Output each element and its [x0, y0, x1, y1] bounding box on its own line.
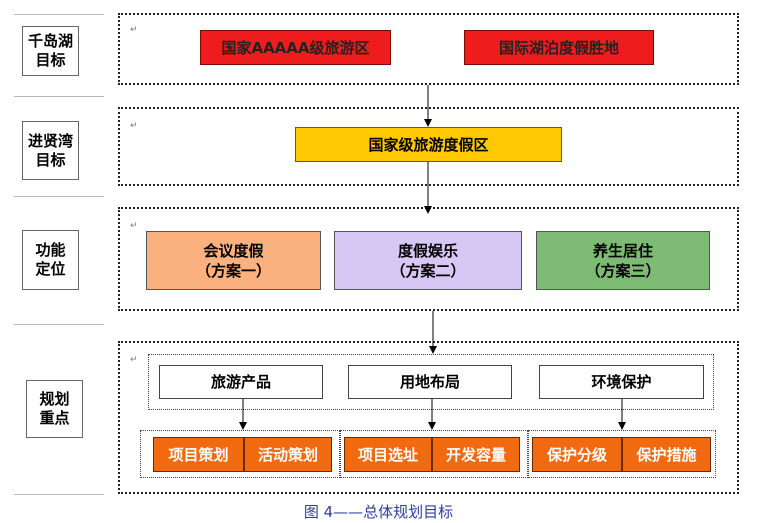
box-conference-resort: 会议度假 （方案一）	[146, 231, 321, 290]
label-function-positioning: 功能 定位	[22, 230, 79, 290]
box-protection-grading: 保护分级	[532, 437, 622, 472]
box-international-lake-resort: 国际湖泊度假胜地	[464, 30, 654, 65]
paragraph-mark: ↵	[130, 355, 138, 365]
separator-line	[14, 196, 104, 197]
group-frame-environment	[528, 430, 716, 478]
box-project-planning: 项目策划	[153, 437, 244, 472]
separator-line	[14, 14, 104, 15]
label-qiandaohu-goal: 千岛湖 目标	[22, 26, 79, 76]
box-national-5a-area: 国家AAAAA级旅游区	[200, 30, 391, 65]
box-site-selection: 项目选址	[344, 437, 432, 472]
label-planning-focus: 规划 重点	[26, 380, 83, 438]
separator-line	[14, 494, 104, 495]
box-health-living: 养生居住 （方案三）	[536, 231, 710, 290]
group-titles-frame	[148, 354, 714, 410]
group-frame-products	[140, 430, 340, 478]
box-tourism-products: 旅游产品	[159, 365, 323, 399]
paragraph-mark: ↵	[130, 121, 138, 131]
figure-caption: 图 4——总体规划目标	[303, 503, 454, 521]
group-frame-land	[340, 430, 528, 478]
paragraph-mark: ↵	[130, 221, 138, 231]
box-national-resort: 国家级旅游度假区	[295, 127, 562, 162]
box-development-capacity: 开发容量	[432, 437, 520, 472]
box-environment-protection: 环境保护	[539, 365, 704, 399]
label-jinxianwan-goal: 进贤湾 目标	[22, 121, 79, 180]
box-leisure-entertainment: 度假娱乐 （方案二）	[334, 231, 522, 290]
separator-line	[14, 96, 104, 97]
box-activity-planning: 活动策划	[244, 437, 332, 472]
paragraph-mark: ↵	[130, 25, 138, 35]
box-land-layout: 用地布局	[348, 365, 512, 399]
separator-line	[14, 324, 104, 325]
box-protection-measures: 保护措施	[622, 437, 711, 472]
